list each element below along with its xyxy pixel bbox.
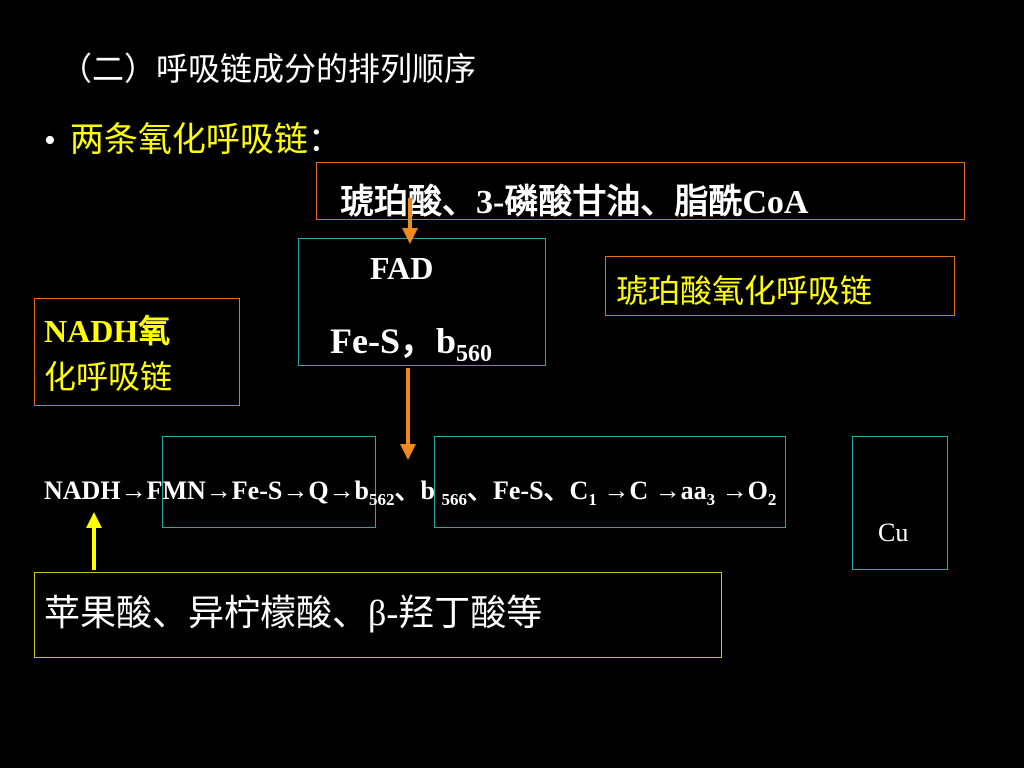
arrow-5: → (603, 476, 630, 505)
nadh-chain-label-line2: 化呼吸链 (44, 359, 173, 395)
nadh-substrates-text: 苹果酸、异柠檬酸、β-羟丁酸等 (44, 593, 543, 633)
arrow-substrates-to-nadh (86, 512, 102, 570)
chain-aa3: aa (680, 476, 707, 505)
fad-label: FAD (370, 250, 434, 286)
bullet-dot: • (44, 122, 56, 159)
arrow-1: → (120, 476, 147, 505)
succinate-chain-label: 琥珀酸氧化呼吸链 (616, 273, 873, 309)
arrow-fad-to-q (400, 368, 416, 460)
fes-b560-label: Fe-S，b560 (330, 321, 493, 367)
arrow-2: → (205, 476, 232, 505)
arrow-6: → (654, 476, 681, 505)
chain-c: C (629, 476, 649, 505)
bullet-heading: • 两条氧化呼吸链： (44, 112, 342, 161)
chain-q: Q (308, 476, 329, 505)
chain-nadh: NADH (44, 476, 121, 505)
respiratory-chain-line: NADH→FMN→Fe-S→Q→b562、b 566、Fe-S、C1 →C →a… (44, 476, 777, 509)
bullet-text: 两条氧化呼吸链 (69, 122, 308, 159)
slide-title: （二）呼吸链成分的排列顺序 (60, 51, 477, 87)
succinate-substrates-text: 琥珀酸、3-磷酸甘油、脂酰CoA (340, 184, 809, 221)
succinate-chain-label-box (605, 256, 955, 316)
chain-fes: Fe-S (231, 476, 283, 505)
arrow-substrates-to-fad (402, 198, 418, 244)
nadh-chain-label: NADH氧 化呼吸链 (44, 308, 172, 400)
arrow-7: → (721, 476, 748, 505)
chain-o2: O (747, 476, 768, 505)
succinate-substrates-box (316, 162, 965, 220)
chain-b562: b (354, 476, 370, 505)
arrow-4: → (328, 476, 355, 505)
nadh-chain-label-line1: NADH氧 (44, 313, 171, 349)
bullet-colon: ： (307, 122, 342, 159)
chain-b566-sub: 566 (441, 490, 467, 509)
nadh-substrates-box (34, 572, 722, 658)
fad-complex-box (298, 238, 546, 366)
nadh-chain-label-box (34, 298, 240, 406)
complex-iv-box (852, 436, 948, 570)
cu-label: Cu (878, 518, 909, 547)
chain-fmn: FMN (146, 476, 206, 505)
complex-iii-box (434, 436, 786, 528)
arrow-3: → (282, 476, 309, 505)
complex-i-box (162, 436, 376, 528)
